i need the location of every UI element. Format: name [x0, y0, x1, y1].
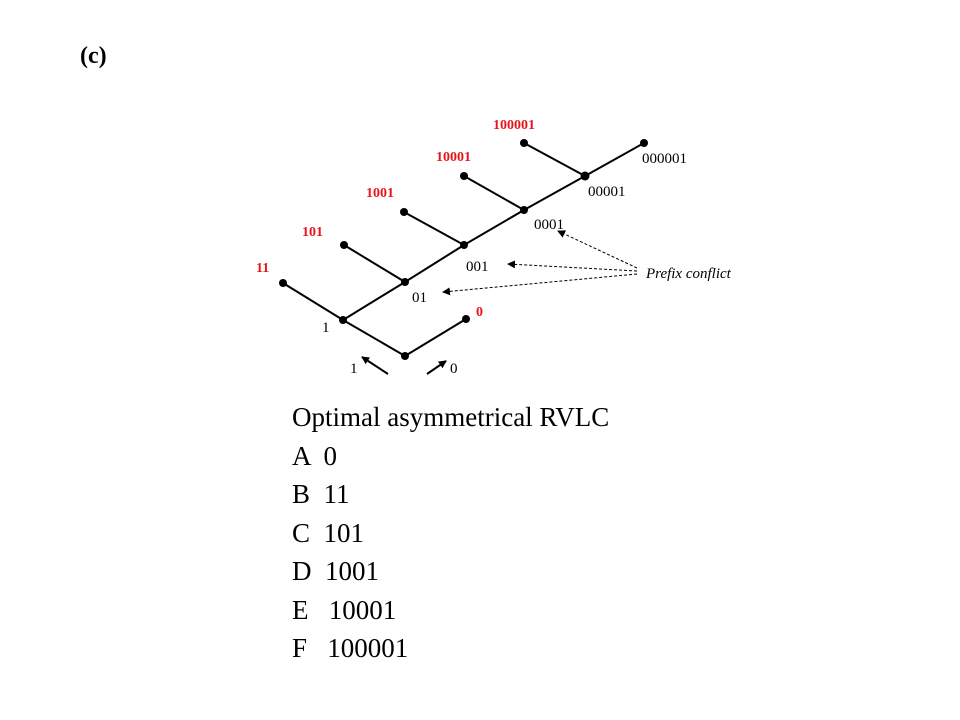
- node-001: [460, 241, 468, 249]
- code-entry-d: D 1001: [292, 556, 379, 586]
- codeword-label-10001: 10001: [436, 150, 471, 165]
- codeword-label-11: 11: [256, 261, 269, 276]
- node-00001: [580, 171, 590, 181]
- edge-1-01: [342, 281, 406, 321]
- edge-001-0001: [463, 209, 525, 246]
- code-entry-c: C 101: [292, 517, 365, 548]
- edge-00001-100001: [523, 142, 586, 177]
- conflict-arrow-001: [507, 260, 638, 272]
- node-100001: [520, 139, 528, 147]
- entry-arrow-left: [361, 356, 389, 375]
- prefix-conflict-label: Prefix conflict: [645, 266, 732, 282]
- node-0001: [520, 206, 528, 214]
- conflict-arrow-01: [442, 273, 638, 296]
- branch-label-left: 1: [350, 361, 358, 377]
- node-1: [339, 316, 347, 324]
- edge-0001-00001: [523, 175, 586, 211]
- code-table: Optimal asymmetrical RVLC A 0 B 11 C 101…: [292, 398, 609, 668]
- node-root: [401, 352, 409, 360]
- internal-label-00001: 00001: [588, 184, 626, 200]
- code-table-title: Optimal asymmetrical RVLC: [292, 402, 610, 432]
- internal-label-001: 001: [466, 259, 489, 275]
- codeword-label-0: 0: [476, 305, 483, 320]
- entry-arrow-right: [426, 360, 447, 375]
- code-entry-b: B 11: [292, 479, 350, 509]
- panel-label: (c): [80, 43, 107, 69]
- edge-0001-10001: [463, 175, 525, 211]
- node-10001: [460, 172, 468, 180]
- code-entry-e: E 10001: [292, 594, 397, 625]
- internal-label-0001: 0001: [534, 217, 564, 233]
- branch-label-right: 0: [450, 361, 458, 377]
- node-11: [279, 279, 287, 287]
- node-101: [340, 241, 348, 249]
- node-1001: [400, 208, 408, 216]
- codeword-label-101: 101: [302, 225, 323, 240]
- edge-root-1: [342, 319, 406, 357]
- conflict-arrow-0001: [557, 230, 638, 269]
- code-entry-f: F 100001: [292, 633, 409, 663]
- internal-label-1: 1: [322, 320, 330, 336]
- edge-1-11: [282, 282, 344, 321]
- edge-001-1001: [403, 211, 465, 246]
- node-000001: [640, 139, 648, 147]
- edge-00001-000001: [584, 142, 645, 177]
- edge-01-101: [343, 244, 406, 283]
- node-0: [462, 315, 470, 323]
- codeword-label-1001: 1001: [366, 186, 394, 201]
- codeword-label-100001: 100001: [493, 118, 535, 133]
- edge-root-0: [404, 318, 467, 357]
- internal-label-000001: 000001: [642, 151, 687, 167]
- code-entry-a: A 0: [292, 440, 338, 471]
- node-01: [401, 278, 409, 286]
- edge-01-001: [404, 244, 465, 283]
- internal-label-01: 01: [412, 290, 427, 306]
